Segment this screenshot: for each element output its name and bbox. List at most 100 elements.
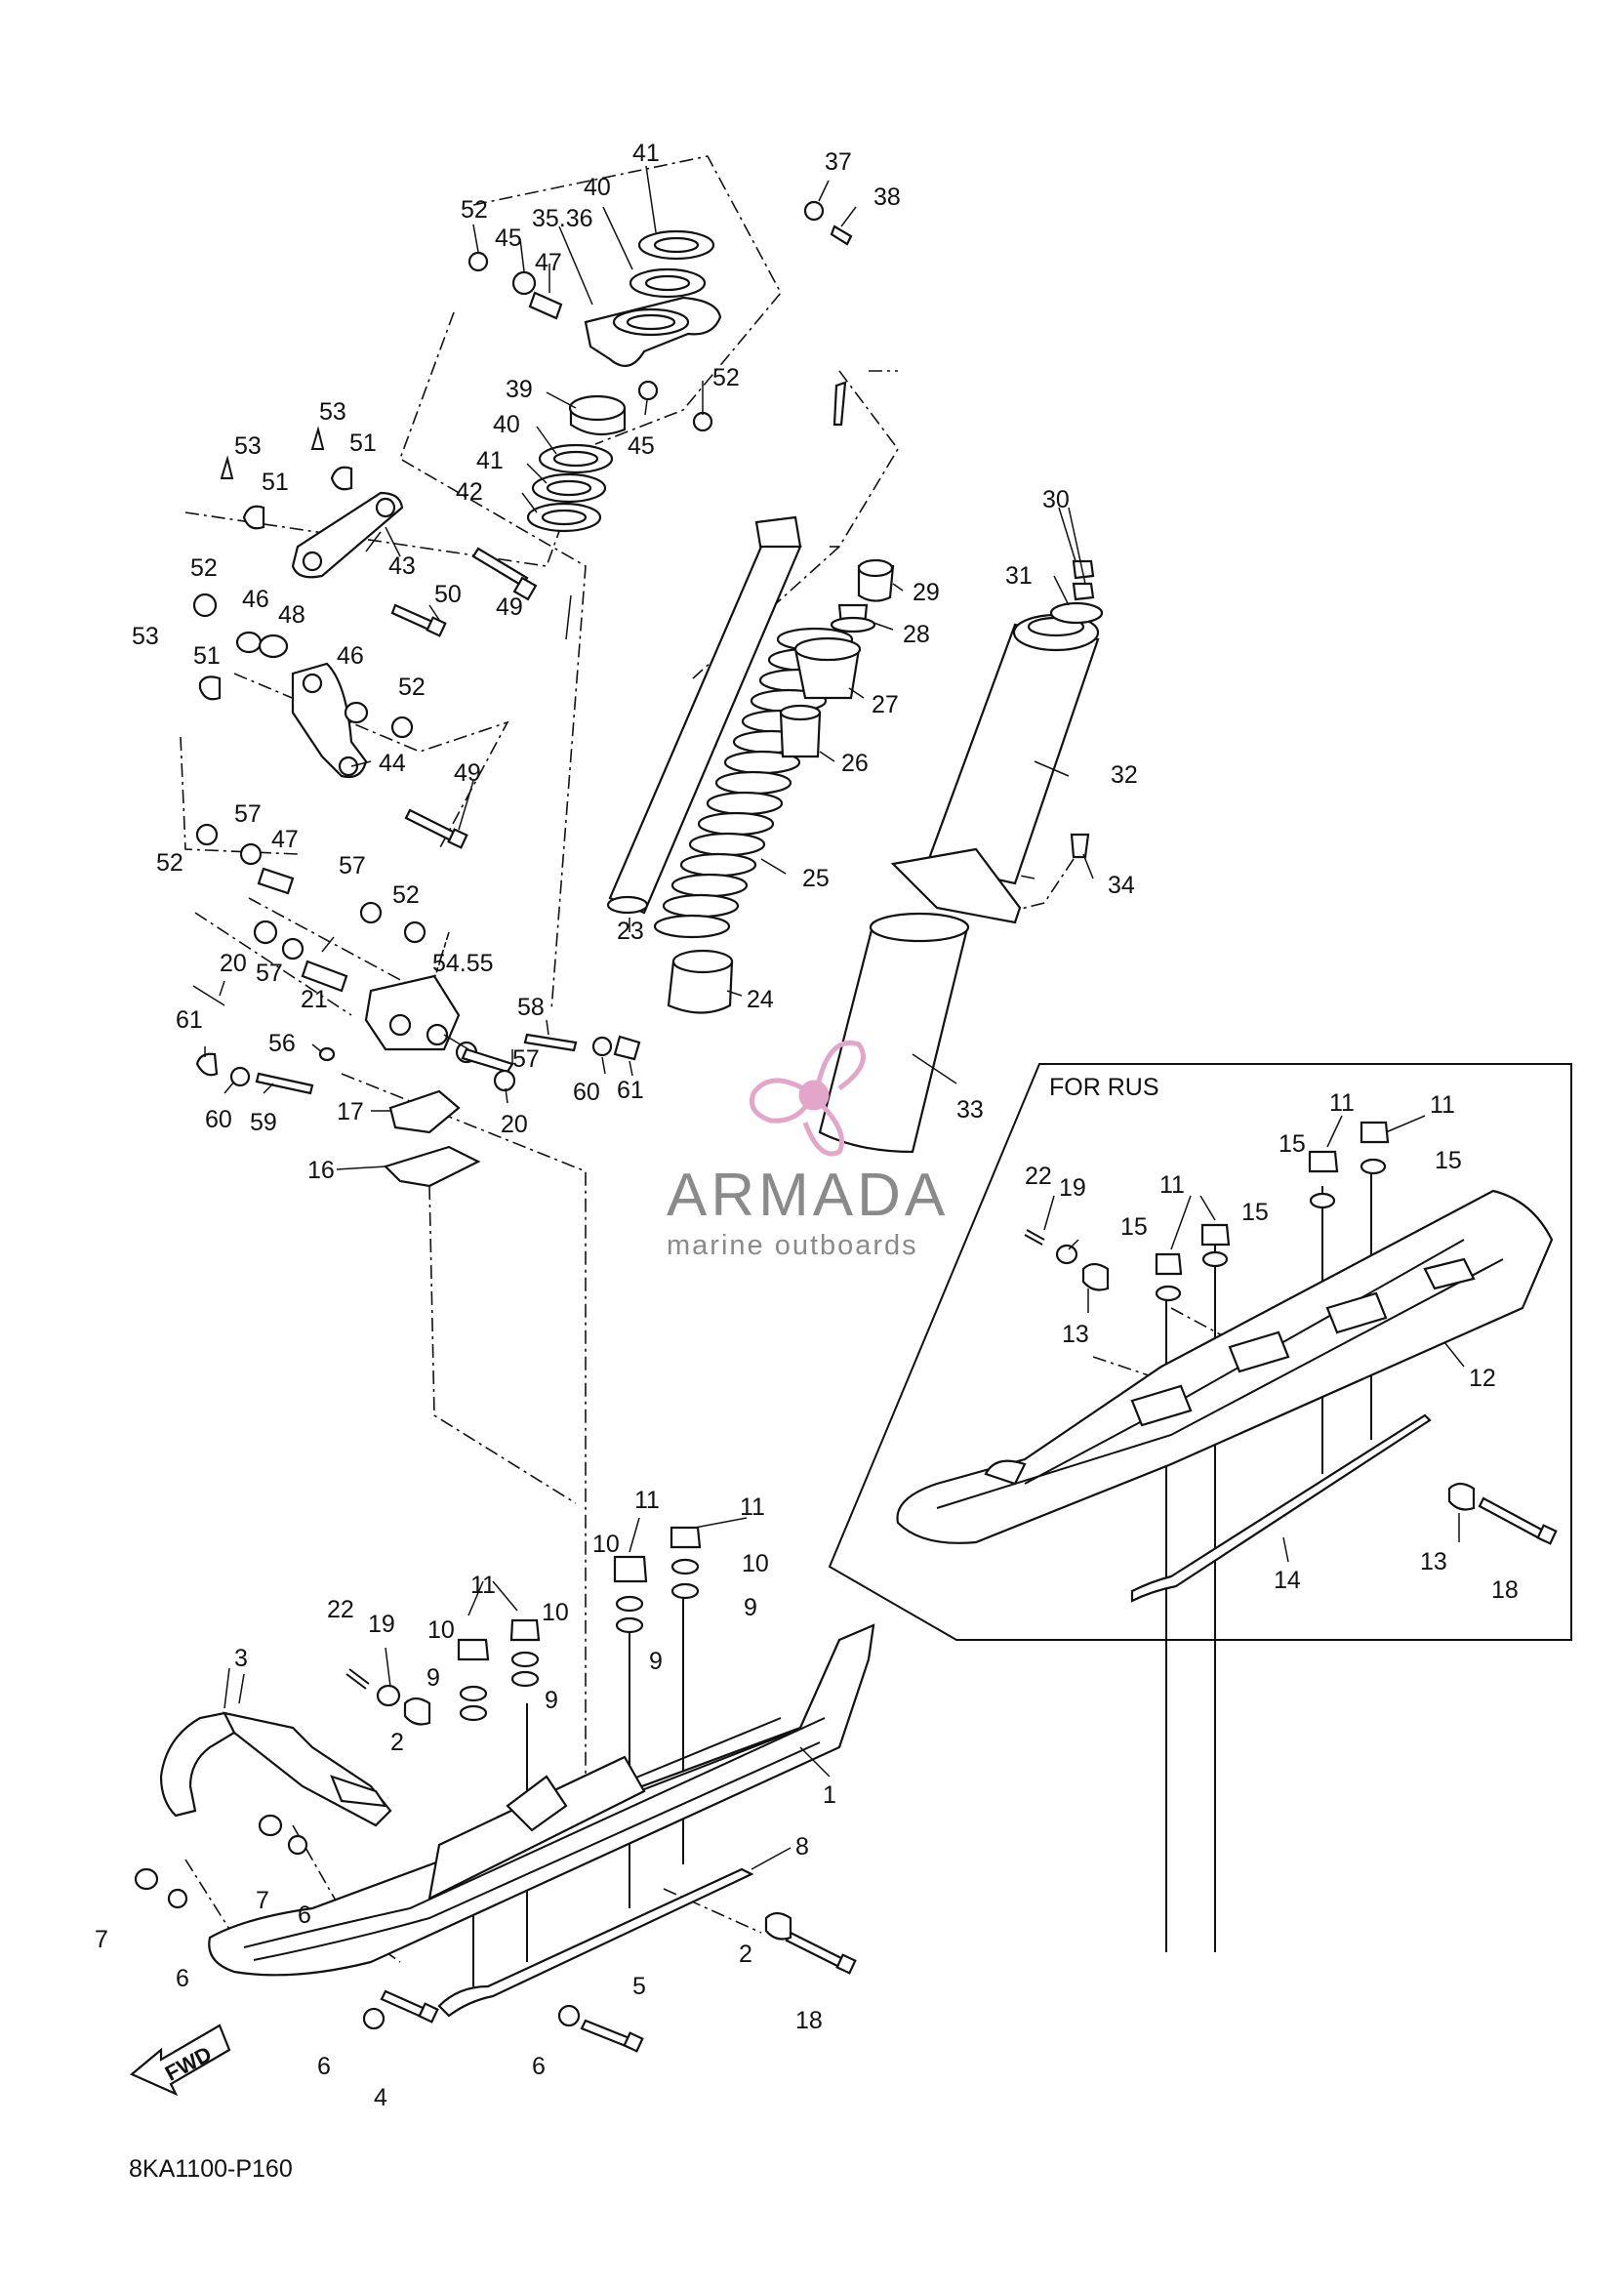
callout-5: 5 — [632, 1973, 646, 2000]
callout-7: 7 — [95, 1926, 108, 1953]
callout-27: 27 — [872, 691, 899, 718]
callout-35-36: 35.36 — [532, 205, 593, 232]
washer-31 — [1049, 601, 1104, 625]
watermark: ARMADA marine outboards — [667, 1041, 949, 1261]
callout-28: 28 — [903, 621, 930, 648]
fwd-arrow: FWD — [129, 2024, 231, 2097]
callout-16: 16 — [307, 1157, 335, 1184]
diagram-code: 8KA1100-P160 — [129, 2155, 293, 2183]
ski-assembly — [134, 1526, 875, 2053]
callout-53: 53 — [132, 623, 159, 650]
ski-12 — [896, 1189, 1554, 1544]
cushion-17 — [388, 1089, 461, 1134]
bracket-16 — [383, 1145, 481, 1188]
callout-9: 9 — [426, 1664, 440, 1692]
callout-6: 6 — [176, 1965, 189, 1992]
callout-12: 12 — [1469, 1365, 1496, 1392]
leader-lines — [192, 165, 1465, 1870]
callout-6: 6 — [298, 1902, 311, 1929]
callout-22: 22 — [1025, 1163, 1052, 1190]
callout-49: 49 — [454, 759, 481, 787]
callout-31: 31 — [1005, 562, 1033, 590]
callout-56: 56 — [268, 1030, 296, 1057]
callout-57: 57 — [339, 852, 366, 879]
bolt-38 — [830, 225, 853, 246]
boot-33 — [818, 918, 968, 1154]
callout-53: 53 — [234, 432, 262, 460]
linkage-assembly — [192, 200, 853, 1188]
runner-14 — [1130, 1413, 1432, 1603]
callout-54-55: 54.55 — [432, 950, 494, 977]
handle-3 — [159, 1711, 237, 1818]
callout-19: 19 — [368, 1611, 395, 1638]
watermark-brand: ARMADA — [667, 1162, 949, 1229]
callout-49: 49 — [496, 593, 523, 621]
washer-20b — [493, 1069, 516, 1092]
callout-29: 29 — [913, 579, 940, 606]
callout-46: 46 — [337, 642, 364, 670]
callout-9: 9 — [545, 1687, 558, 1714]
callout-13: 13 — [1420, 1548, 1447, 1575]
callout-30: 30 — [1042, 486, 1070, 513]
callout-22: 22 — [327, 1596, 354, 1623]
spring-25 — [653, 627, 854, 939]
callout-18: 18 — [1491, 1576, 1519, 1604]
callout-47: 47 — [271, 826, 299, 853]
seat-24 — [667, 960, 734, 1014]
callout-23: 23 — [617, 918, 644, 945]
callout-51: 51 — [193, 642, 221, 670]
arrow-icon — [129, 2024, 231, 2097]
callout-52: 52 — [712, 364, 740, 391]
callout-8: 8 — [795, 1833, 809, 1861]
callout-57: 57 — [256, 960, 283, 987]
callout-2: 2 — [739, 1941, 752, 1968]
callout-26: 26 — [841, 750, 869, 777]
callout-40: 40 — [584, 174, 611, 201]
callout-57: 57 — [234, 800, 262, 828]
inset-title: FOR RUS — [1049, 1074, 1159, 1101]
callout-61: 61 — [176, 1006, 203, 1034]
callout-41: 41 — [632, 140, 660, 167]
callout-10: 10 — [427, 1616, 455, 1644]
callout-6: 6 — [532, 2053, 546, 2080]
callout-34: 34 — [1108, 872, 1135, 899]
callout-48: 48 — [278, 601, 305, 629]
callout-41: 41 — [476, 447, 504, 474]
callout-51: 51 — [262, 469, 289, 496]
callout-17: 17 — [337, 1098, 364, 1125]
ski-1 — [208, 1623, 875, 1977]
callout-33: 33 — [956, 1096, 984, 1124]
callout-45: 45 — [495, 225, 522, 252]
callout-2: 2 — [390, 1729, 404, 1756]
callout-39: 39 — [506, 376, 533, 403]
callout-52: 52 — [461, 196, 488, 224]
callout-11: 11 — [470, 1572, 496, 1599]
armada-logo — [750, 1041, 866, 1157]
callout-38: 38 — [873, 184, 901, 211]
damper-rod-23 — [608, 545, 802, 915]
callout-43: 43 — [388, 552, 416, 580]
callout-51: 51 — [349, 429, 377, 457]
callout-10: 10 — [542, 1599, 569, 1626]
callout-58: 58 — [517, 994, 545, 1021]
callout-32: 32 — [1111, 761, 1138, 789]
callout-45: 45 — [628, 432, 655, 460]
callout-52: 52 — [190, 554, 218, 582]
callout-11: 11 — [634, 1487, 660, 1514]
watermark-tagline: marine outboards — [667, 1230, 918, 1261]
callout-47: 47 — [535, 249, 562, 276]
callout-57: 57 — [512, 1045, 540, 1073]
callout-15: 15 — [1435, 1147, 1462, 1174]
inset-for-rus — [828, 1063, 1572, 1641]
callout-60: 60 — [573, 1079, 600, 1106]
callout-19: 19 — [1059, 1174, 1086, 1202]
callout-11: 11 — [740, 1493, 765, 1521]
callout-7: 7 — [256, 1887, 269, 1914]
callout-15: 15 — [1241, 1199, 1269, 1226]
callout-11: 11 — [1159, 1171, 1185, 1199]
inset-frame — [828, 1063, 1572, 1641]
callout-10: 10 — [742, 1550, 769, 1577]
washer-20 — [253, 920, 278, 945]
callout-9: 9 — [744, 1594, 757, 1621]
